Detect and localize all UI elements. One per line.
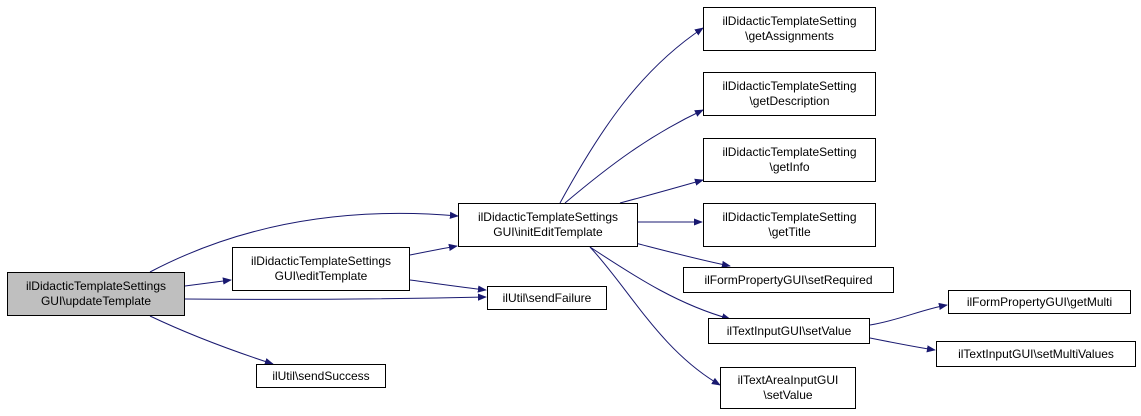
node-label-line: ilUtil\sendFailure xyxy=(502,290,592,305)
node-label-line: ilTextInputGUI\setValue xyxy=(726,323,852,338)
node-sendFailure[interactable]: ilUtil\sendFailure xyxy=(487,286,607,310)
edge-textSetValue-to-setMultiValues xyxy=(869,337,936,353)
edge-updateTemplate-to-initEditTemplate xyxy=(149,211,459,273)
node-label-line: ilUtil\sendSuccess xyxy=(272,368,370,383)
node-label-line: GUI\initEditTemplate xyxy=(493,225,603,239)
node-sendSuccess[interactable]: ilUtil\sendSuccess xyxy=(256,364,386,388)
node-label-line: ilFormPropertyGUI\getMulti xyxy=(966,294,1113,309)
node-textSetValue[interactable]: ilTextInputGUI\setValue xyxy=(708,318,870,344)
edge-initEditTemplate-to-getDescription xyxy=(564,109,704,204)
node-label-line: ilDidacticTemplateSettings xyxy=(25,279,167,293)
node-label-line: ilTextAreaInputGUI xyxy=(737,373,839,387)
edge-initEditTemplate-to-setRequired xyxy=(634,242,731,268)
edge-initEditTemplate-to-textSetValue xyxy=(589,246,731,321)
edge-textSetValue-to-getMulti xyxy=(869,302,948,326)
edge-initEditTemplate-to-areaSetValue xyxy=(589,246,721,386)
node-label-line: ilDidacticTemplateSettings xyxy=(250,254,392,268)
edge-editTemplate-to-sendFailure xyxy=(409,279,487,293)
edge-initEditTemplate-to-getAssignments xyxy=(559,27,704,204)
node-label-line: \getAssignments xyxy=(745,29,834,43)
node-areaSetValue[interactable]: ilTextAreaInputGUI\setValue xyxy=(720,367,856,409)
edge-updateTemplate-to-sendSuccess xyxy=(149,315,274,365)
edge-initEditTemplate-to-getInfo xyxy=(619,178,704,204)
node-label-line: GUI\updateTemplate xyxy=(40,294,152,308)
node-label-line: ilDidacticTemplateSetting xyxy=(722,210,857,224)
node-setMultiValues[interactable]: ilTextInputGUI\setMultiValues xyxy=(936,341,1136,367)
node-label-line: ilDidacticTemplateSetting xyxy=(722,14,857,28)
node-label-line: \getDescription xyxy=(749,94,830,108)
node-label-line: \setValue xyxy=(763,388,813,402)
node-getAssignments[interactable]: ilDidacticTemplateSetting\getAssignments xyxy=(703,7,876,51)
node-label-line: ilTextInputGUI\setMultiValues xyxy=(958,346,1114,361)
node-getInfo[interactable]: ilDidacticTemplateSetting\getInfo xyxy=(703,138,876,182)
edge-updateTemplate-to-sendFailure xyxy=(184,293,487,301)
edge-updateTemplate-to-editTemplate xyxy=(184,277,232,287)
node-label-line: ilDidacticTemplateSettings xyxy=(477,210,619,224)
edge-editTemplate-to-initEditTemplate xyxy=(409,243,458,256)
node-label-line: ilDidacticTemplateSetting xyxy=(722,145,857,159)
node-label-line: ilDidacticTemplateSetting xyxy=(722,79,857,93)
node-getTitle[interactable]: ilDidacticTemplateSetting\getTitle xyxy=(703,203,876,247)
node-label-line: \getInfo xyxy=(769,160,810,174)
node-label-line: GUI\editTemplate xyxy=(274,269,368,283)
node-label-line: \getTitle xyxy=(768,225,811,239)
node-getDescription[interactable]: ilDidacticTemplateSetting\getDescription xyxy=(703,72,876,116)
node-getMulti[interactable]: ilFormPropertyGUI\getMulti xyxy=(948,290,1131,314)
node-label-line: ilFormPropertyGUI\setRequired xyxy=(704,272,873,287)
node-setRequired[interactable]: ilFormPropertyGUI\setRequired xyxy=(683,267,894,293)
